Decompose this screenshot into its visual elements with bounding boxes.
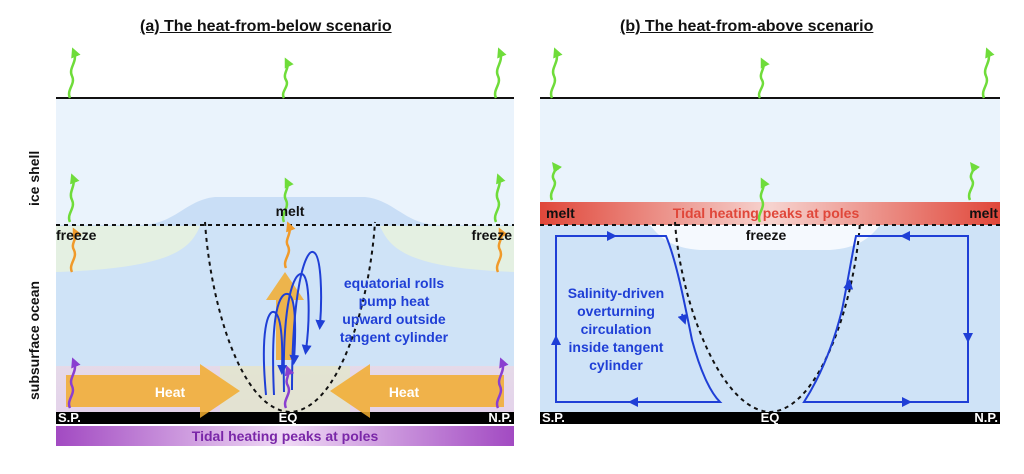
loop-direction-arrows xyxy=(551,231,973,407)
wave-arrow-icon xyxy=(981,47,995,99)
equatorial-freeze-bulge-b xyxy=(650,225,880,250)
heat-arrow-right xyxy=(330,364,504,418)
rolls-line-4: tangent cylinder xyxy=(340,329,449,345)
wave-arrow-icon xyxy=(495,357,509,409)
heat-arrow-up xyxy=(266,272,304,360)
wave-arrow-icon xyxy=(757,57,770,99)
salinity-line-1: Salinity-driven xyxy=(568,285,664,301)
tidal-heating-bar-a xyxy=(56,426,514,446)
tidal-label-a: Tidal heating peaks at poles xyxy=(192,428,379,444)
surface-heat-escape-arrows-a xyxy=(67,47,507,223)
freeze-zone-left-a xyxy=(56,226,200,272)
heat-label-left: Heat xyxy=(155,384,186,400)
equator-label-b: EQ xyxy=(761,410,780,425)
ocean-heat-arrows-a xyxy=(69,221,508,273)
melt-left-label-b: melt xyxy=(546,205,575,221)
salinity-line-4: inside tangent xyxy=(569,339,664,355)
wave-arrow-icon xyxy=(757,177,770,223)
wave-arrow-icon xyxy=(283,221,296,269)
wave-arrow-icon xyxy=(967,161,980,201)
arrow-up-icon xyxy=(843,279,854,291)
salinity-line-2: overturning xyxy=(577,303,655,319)
wave-arrow-icon xyxy=(67,47,81,99)
equatorial-rolls xyxy=(262,251,326,396)
salinity-caption: Salinity-driven overturning circulation … xyxy=(568,285,664,373)
south-pole-label-a: S.P. xyxy=(58,410,81,425)
seafloor-b xyxy=(540,412,1000,424)
wave-arrow-icon xyxy=(493,47,507,99)
panel-b: melt melt Tidal heating peaks at poles f… xyxy=(540,47,1000,425)
wave-arrow-icon xyxy=(281,57,294,99)
tidal-heat-arrows-a xyxy=(67,357,509,409)
north-pole-label-b: N.P. xyxy=(974,410,998,425)
wave-arrow-icon xyxy=(549,161,562,201)
wave-arrow-icon xyxy=(281,177,294,223)
freeze-label-b: freeze xyxy=(746,227,787,243)
melt-label-a: melt xyxy=(276,203,305,219)
loop-left xyxy=(555,235,723,403)
wave-arrow-icon xyxy=(67,173,80,223)
panel-a: melt freeze freeze equatorial rolls pump… xyxy=(56,47,514,446)
melt-right-label-b: melt xyxy=(969,205,998,221)
loop-right xyxy=(802,235,969,403)
equator-label-a: EQ xyxy=(279,410,298,425)
wave-arrow-icon xyxy=(493,173,506,223)
north-pole-label-a: N.P. xyxy=(488,410,512,425)
rolls-caption: equatorial rolls pump heat upward outsid… xyxy=(340,275,449,345)
wave-arrow-icon xyxy=(67,357,81,409)
heat-label-right: Heat xyxy=(389,384,420,400)
rolls-line-1: equatorial rolls xyxy=(344,275,445,291)
wave-arrow-icon xyxy=(283,365,295,409)
overturning-loops-b xyxy=(555,235,969,403)
surface-heat-escape-arrows-b xyxy=(549,47,995,223)
panel-a-title: (a) The heat-from-below scenario xyxy=(140,18,392,35)
seafloor-a xyxy=(56,412,514,424)
wave-arrow-icon xyxy=(549,47,563,99)
wave-arrow-icon xyxy=(69,227,82,273)
tidal-label-b: Tidal heating peaks at poles xyxy=(673,205,860,221)
tidal-heating-band-b xyxy=(540,202,1000,225)
tangent-cylinder-a xyxy=(204,221,376,414)
freeze-right-label-a: freeze xyxy=(472,227,513,243)
freeze-left-label-a: freeze xyxy=(56,227,97,243)
rolls-line-2: pump heat xyxy=(359,293,430,309)
south-pole-label-b: S.P. xyxy=(542,410,565,425)
freeze-zone-right-a xyxy=(380,226,514,272)
ocean-b xyxy=(540,225,1000,412)
equatorial-melt-bulge-a xyxy=(140,197,440,225)
salinity-line-3: circulation xyxy=(581,321,652,337)
rolls-line-3: upward outside xyxy=(342,311,446,327)
salinity-line-5: cylinder xyxy=(589,357,643,373)
panel-b-title: (b) The heat-from-above scenario xyxy=(620,18,874,35)
heat-arrow-left xyxy=(66,364,240,418)
wave-arrow-icon xyxy=(495,227,508,273)
arrow-down-icon xyxy=(677,313,688,325)
